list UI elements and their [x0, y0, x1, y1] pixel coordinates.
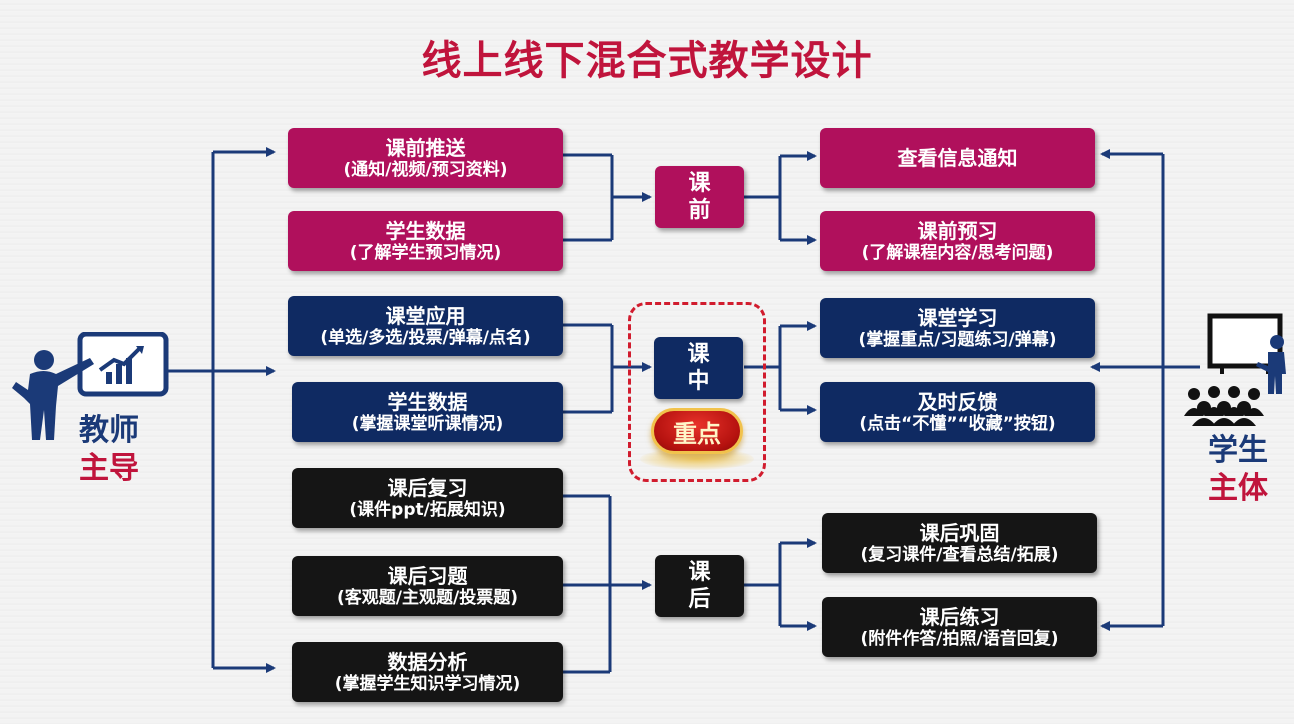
in-class-hub: 课 中 [654, 337, 743, 399]
post-review-title: 课后复习 [387, 475, 468, 500]
post-analysis-detail: (掌握学生知识学习情况) [334, 673, 521, 694]
post-review-box: 课后复习 (课件ppt/拓展知识) [292, 468, 563, 528]
view-notice-title: 查看信息通知 [897, 146, 1018, 170]
class-learn-detail: (掌握重点/习题练习/弹幕) [858, 329, 1057, 350]
teacher-presenting-chart-icon [12, 332, 169, 440]
post-analysis-box: 数据分析 (掌握学生知识学习情况) [292, 642, 563, 702]
key-point-badge: 重点 [651, 408, 743, 454]
practice-title: 课后练习 [919, 604, 1000, 629]
pre-data-box: 学生数据 (了解学生预习情况) [288, 211, 563, 271]
teacher-label-line2: 主导 [79, 450, 139, 486]
post-class-hub: 课 后 [655, 555, 744, 617]
student-label: 学生 主体 [1200, 432, 1276, 507]
consolidate-title: 课后巩固 [919, 520, 1000, 545]
preview-detail: (了解课程内容/思考问题) [861, 242, 1054, 263]
pre-class-hub: 课 前 [655, 166, 744, 228]
post-review-detail: (课件ppt/拓展知识) [349, 499, 506, 520]
preview-box: 课前预习 (了解课程内容/思考问题) [820, 211, 1095, 271]
student-label-line2: 主体 [1208, 470, 1268, 506]
class-learn-title: 课堂学习 [917, 305, 998, 330]
students-audience-icon [1184, 313, 1286, 426]
class-app-box: 课堂应用 (单选/多选/投票/弹幕/点名) [288, 296, 563, 356]
mid-hub-char1: 课 [687, 341, 710, 367]
post-exercise-box: 课后习题 (客观题/主观题/投票题) [292, 556, 563, 616]
post-analysis-title: 数据分析 [387, 649, 468, 674]
pre-data-detail: (了解学生预习情况) [349, 242, 502, 263]
pre-push-title: 课前推送 [385, 135, 466, 160]
class-data-title: 学生数据 [387, 389, 468, 414]
preview-title: 课前预习 [917, 218, 998, 243]
pre-push-detail: (通知/视频/预习资料) [343, 159, 508, 180]
view-notice-box: 查看信息通知 [820, 128, 1095, 188]
feedback-detail: (点击“不懂”“收藏”按钮) [859, 413, 1056, 434]
class-app-detail: (单选/多选/投票/弹幕/点名) [320, 327, 531, 348]
practice-box: 课后练习 (附件作答/拍照/语音回复) [822, 597, 1097, 657]
student-label-line1: 学生 [1208, 433, 1268, 468]
mid-hub-char2: 中 [687, 369, 710, 394]
pre-push-box: 课前推送 (通知/视频/预习资料) [288, 128, 563, 188]
pre-hub-char1: 课 [688, 170, 711, 196]
post-hub-char2: 后 [688, 587, 711, 612]
consolidate-box: 课后巩固 (复习课件/查看总结/拓展) [822, 513, 1097, 573]
consolidate-detail: (复习课件/查看总结/拓展) [860, 544, 1059, 565]
class-learn-box: 课堂学习 (掌握重点/习题练习/弹幕) [820, 298, 1095, 358]
key-point-highlight-frame [628, 302, 766, 482]
post-hub-char1: 课 [688, 559, 711, 585]
post-exercise-detail: (客观题/主观题/投票题) [337, 587, 518, 608]
teacher-label: 教师 主导 [74, 412, 144, 487]
class-app-title: 课堂应用 [385, 303, 466, 328]
feedback-title: 及时反馈 [917, 389, 998, 414]
practice-detail: (附件作答/拍照/语音回复) [860, 628, 1059, 649]
post-exercise-title: 课后习题 [387, 563, 468, 588]
class-data-detail: (掌握课堂听课情况) [351, 413, 504, 434]
pre-data-title: 学生数据 [385, 218, 466, 243]
page-title: 线上线下混合式教学设计 [421, 38, 873, 84]
pre-hub-char2: 前 [688, 198, 711, 223]
class-data-box: 学生数据 (掌握课堂听课情况) [292, 382, 563, 442]
teacher-label-line1: 教师 [79, 413, 139, 448]
feedback-box: 及时反馈 (点击“不懂”“收藏”按钮) [820, 382, 1095, 442]
